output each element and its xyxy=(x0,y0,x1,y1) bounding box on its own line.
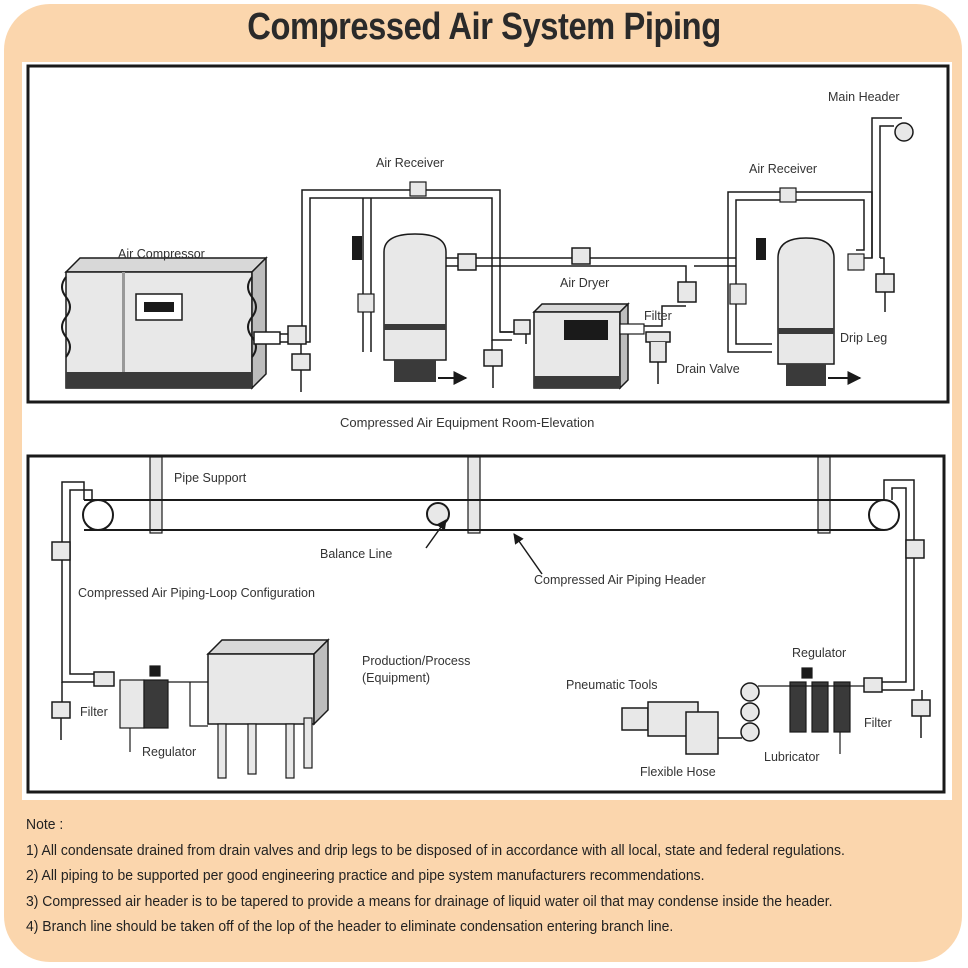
label-filter-left: Filter xyxy=(80,705,108,719)
label-balance-line: Balance Line xyxy=(320,547,392,561)
header-loop xyxy=(82,499,900,531)
label-air-compressor: Air Compressor xyxy=(118,247,205,261)
air-compressor xyxy=(61,256,268,390)
pipe-supports xyxy=(149,456,831,534)
label-drain-valve: Drain Valve xyxy=(676,362,740,376)
main-piping xyxy=(446,247,736,388)
upper-panel-border xyxy=(26,64,950,404)
label-loop-configuration: Compressed Air Piping-Loop Configuration xyxy=(78,586,315,600)
label-lubricator: Lubricator xyxy=(764,750,820,764)
balance-line-arrow xyxy=(425,519,447,549)
label-equipment: (Equipment) xyxy=(362,671,430,685)
air-receiver-2 xyxy=(727,187,873,386)
right-filter-lubricator xyxy=(758,667,864,754)
label-filter: Filter xyxy=(644,309,672,323)
note-item-4: 4) Branch line should be taken off of th… xyxy=(26,918,674,935)
label-main-header: Main Header xyxy=(828,90,900,104)
label-flexible-hose: Flexible Hose xyxy=(640,765,716,779)
upper-caption: Compressed Air Equipment Room-Elevation xyxy=(340,415,594,430)
left-drop xyxy=(51,481,115,740)
air-dryer xyxy=(532,302,645,390)
label-pneumatic-tools: Pneumatic Tools xyxy=(566,678,658,692)
label-production-process: Production/Process xyxy=(362,654,470,668)
label-air-receiver-2: Air Receiver xyxy=(749,162,817,176)
left-filter-regulator xyxy=(119,665,210,752)
label-air-dryer: Air Dryer xyxy=(560,276,609,290)
label-air-receiver-1: Air Receiver xyxy=(376,156,444,170)
note-item-1: 1) All condensate drained from drain val… xyxy=(26,841,845,859)
label-regulator-right: Regulator xyxy=(792,646,846,660)
compressor-piping xyxy=(253,189,512,392)
label-piping-header: Compressed Air Piping Header xyxy=(534,573,706,587)
right-drop xyxy=(863,479,931,738)
main-header-riser xyxy=(871,117,914,312)
note-item-2: 2) All piping to be supported per good e… xyxy=(26,867,705,884)
pneumatic-tool xyxy=(621,682,760,755)
label-drip-leg: Drip Leg xyxy=(840,331,887,345)
label-filter-right: Filter xyxy=(864,716,892,730)
diagram-panel: Air Compressor Air Receiver Air Receiver… xyxy=(22,62,952,800)
label-pipe-support: Pipe Support xyxy=(174,471,247,485)
page-title: Compressed Air System Piping xyxy=(247,6,721,48)
lower-panel-border xyxy=(26,454,946,794)
production-equipment xyxy=(206,638,330,779)
notes-section: Note : 1) All condensate drained from dr… xyxy=(26,812,891,940)
header-arrow xyxy=(513,533,543,575)
air-receiver-1 xyxy=(352,181,468,385)
notes-heading: Note : xyxy=(26,816,64,833)
filter-assembly xyxy=(644,305,686,384)
piping-diagram: Air Compressor Air Receiver Air Receiver… xyxy=(26,64,950,794)
label-regulator-left: Regulator xyxy=(142,745,196,759)
note-item-3: 3) Compressed air header is to be tapere… xyxy=(26,892,833,910)
